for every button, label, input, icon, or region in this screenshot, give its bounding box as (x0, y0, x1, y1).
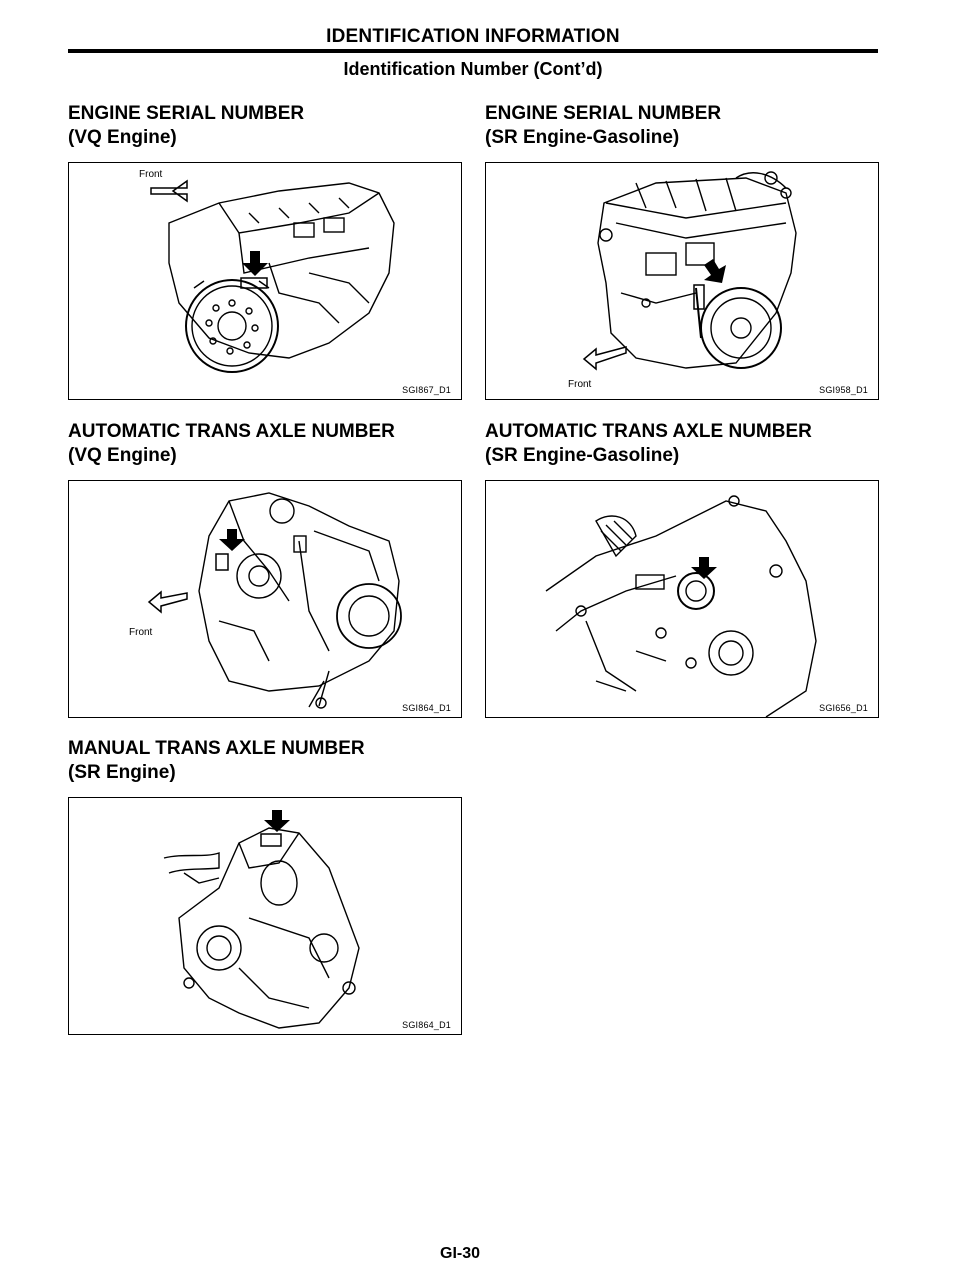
auto-trans-sr-illustration (545, 495, 817, 717)
auto-trans-vq-illustration: Front (129, 492, 402, 709)
front-label: Front (139, 169, 163, 180)
figure-code: SGI656_D1 (819, 703, 868, 713)
front-label: Front (129, 627, 153, 638)
location-arrow-icon (242, 251, 268, 276)
figure-code: SGI958_D1 (819, 385, 868, 395)
engine-vq-illustration: Front (139, 169, 395, 373)
location-arrow-icon (219, 529, 245, 551)
manual-trans-sr-illustration (163, 810, 360, 1029)
figure-engine-sr: Front SGI958_D1 (485, 162, 879, 400)
page-header-title: IDENTIFICATION INFORMATION (326, 26, 620, 47)
section-title: ENGINE SERIAL NUMBER (SR Engine-Gasoline… (485, 103, 722, 148)
front-arrow-icon (147, 590, 188, 614)
page-header-subtitle: Identification Number (Cont’d) (343, 59, 603, 79)
figure-code: SGI864_D1 (402, 703, 451, 713)
section-title: ENGINE SERIAL NUMBER (VQ Engine) (68, 103, 305, 148)
figure-code: SGI864_D1 (402, 1020, 451, 1030)
page-number: GI-30 (440, 1245, 481, 1262)
location-arrow-icon (264, 810, 290, 832)
section-auto-trans-sr: AUTOMATIC TRANS AXLE NUMBER (SR Engine-G… (485, 420, 879, 718)
section-manual-trans-sr: MANUAL TRANS AXLE NUMBER (SR Engine) SGI… (68, 737, 462, 1035)
figure-manual-trans-sr: SGI864_D1 (68, 797, 462, 1035)
figure-code: SGI867_D1 (402, 385, 451, 395)
location-arrow-icon (704, 259, 726, 283)
front-arrow-icon (150, 179, 188, 203)
front-arrow-icon (582, 346, 627, 371)
figure-engine-vq: Front SGI867_D1 (68, 162, 462, 400)
section-title: MANUAL TRANS AXLE NUMBER (SR Engine) (68, 738, 365, 783)
section-engine-serial-vq: ENGINE SERIAL NUMBER (VQ Engine) (68, 102, 462, 400)
section-engine-serial-sr: ENGINE SERIAL NUMBER (SR Engine-Gasoline… (485, 102, 879, 400)
section-auto-trans-vq: AUTOMATIC TRANS AXLE NUMBER (VQ Engine) (68, 420, 462, 718)
location-arrow-icon (691, 557, 717, 579)
front-label: Front (568, 379, 592, 390)
figure-auto-trans-vq: Front SGI864_D1 (68, 480, 462, 718)
header-rule (68, 49, 878, 53)
section-title: AUTOMATIC TRANS AXLE NUMBER (SR Engine-G… (485, 421, 812, 466)
figure-auto-trans-sr: SGI656_D1 (485, 480, 879, 718)
section-title: AUTOMATIC TRANS AXLE NUMBER (VQ Engine) (68, 421, 395, 466)
engine-sr-illustration: Front (568, 171, 797, 390)
